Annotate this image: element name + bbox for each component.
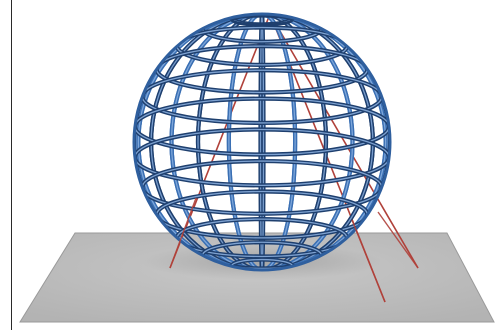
scene-illustration [0, 0, 503, 330]
image-frame [0, 0, 503, 330]
